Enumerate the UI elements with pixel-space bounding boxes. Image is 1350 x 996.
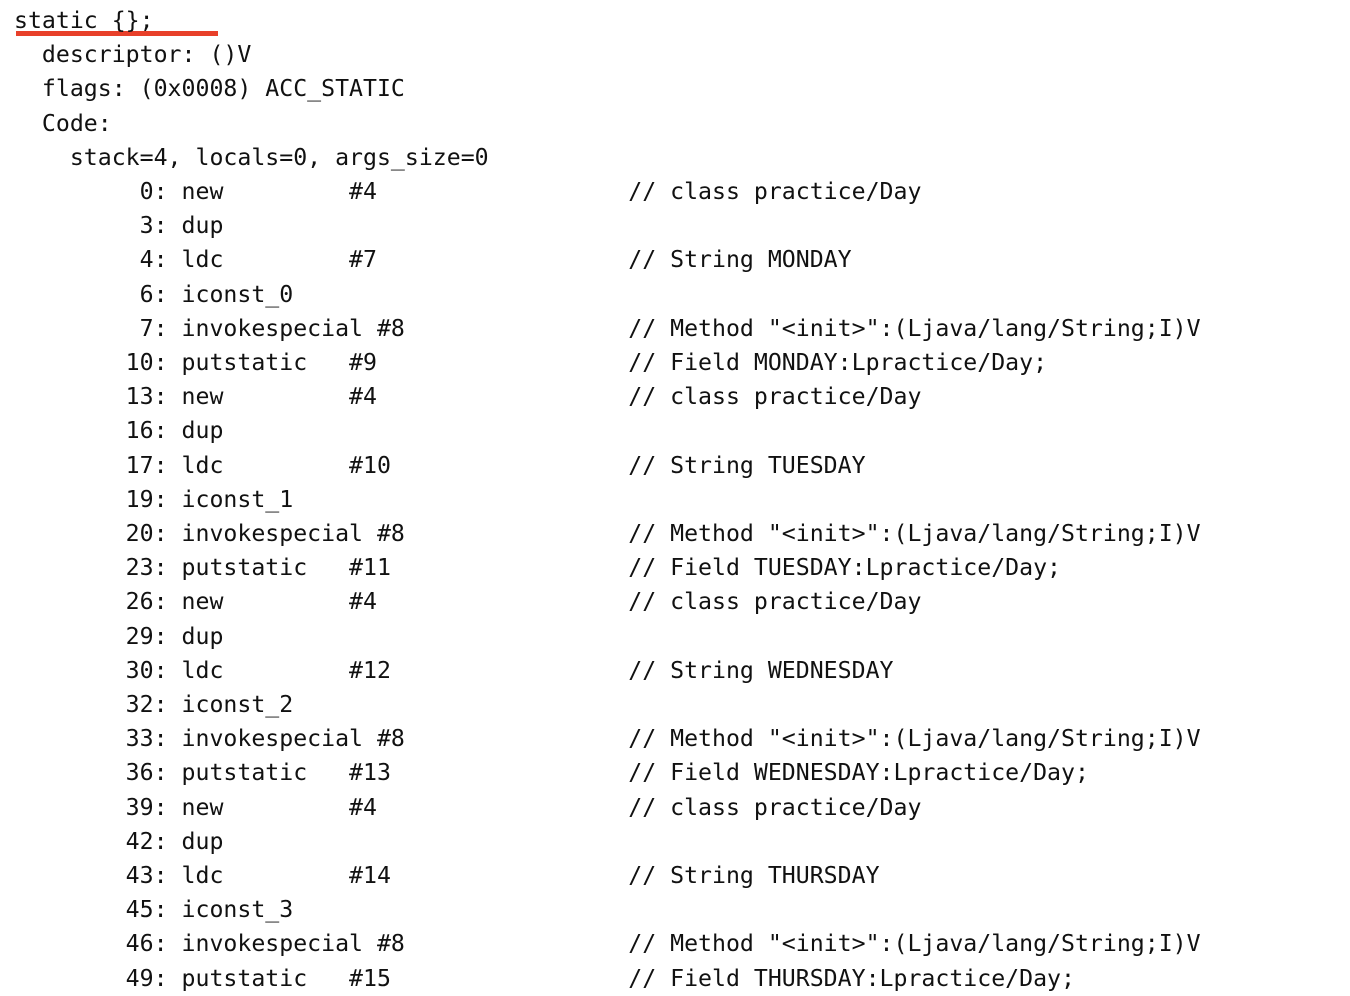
instruction-line: 45: iconst_3 — [14, 896, 294, 924]
instruction-line: 10: putstatic #9 // Field MONDAY:Lpracti… — [14, 349, 1048, 376]
instruction-line: 26: new #4 // class practice/Day — [14, 588, 922, 616]
instruction-line: 30: ldc #12 // String WEDNESDAY — [14, 656, 894, 684]
instruction-line: 20: invokespecial #8 // Method "<init>":… — [14, 520, 1201, 547]
method-flags: flags: (0x0008) ACC_STATIC — [14, 75, 405, 103]
instruction-line: 3: dup — [14, 212, 224, 240]
instruction-line: 43: ldc #14 // String THURSDAY — [14, 862, 880, 889]
instruction-line: 13: new #4 // class practice/Day — [14, 383, 922, 411]
instruction-line: 4: ldc #7 // String MONDAY — [14, 246, 852, 274]
instruction-line: 42: dup — [14, 827, 224, 855]
instruction-line: 29: dup — [14, 622, 224, 650]
instruction-line: 0: new #4 // class practice/Day — [14, 178, 922, 205]
instruction-line: 49: putstatic #15 // Field THURSDAY:Lpra… — [14, 964, 1075, 992]
static-initializer-underline-highlight — [16, 31, 218, 36]
instruction-line: 39: new #4 // class practice/Day — [14, 793, 922, 821]
instruction-line: 19: iconst_1 — [14, 485, 294, 513]
instruction-line: 16: dup — [14, 417, 224, 445]
instruction-line: 6: iconst_0 — [14, 280, 294, 308]
instruction-line: 32: iconst_2 — [14, 691, 294, 718]
instruction-line: 33: invokespecial #8 // Method "<init>":… — [14, 725, 1201, 753]
instruction-line: 36: putstatic #13 // Field WEDNESDAY:Lpr… — [14, 759, 1089, 787]
instruction-line: 7: invokespecial #8 // Method "<init>":(… — [14, 314, 1201, 342]
instruction-line: 46: invokespecial #8 // Method "<init>":… — [14, 930, 1201, 958]
method-signature: static {}; — [14, 7, 154, 34]
code-frame-sizes: stack=4, locals=0, args_size=0 — [14, 143, 489, 171]
code-attribute-label: Code: — [14, 109, 112, 137]
instruction-line: 23: putstatic #11 // Field TUESDAY:Lprac… — [14, 554, 1062, 582]
method-descriptor: descriptor: ()V — [14, 41, 252, 69]
instruction-line: 17: ldc #10 // String TUESDAY — [14, 451, 866, 479]
